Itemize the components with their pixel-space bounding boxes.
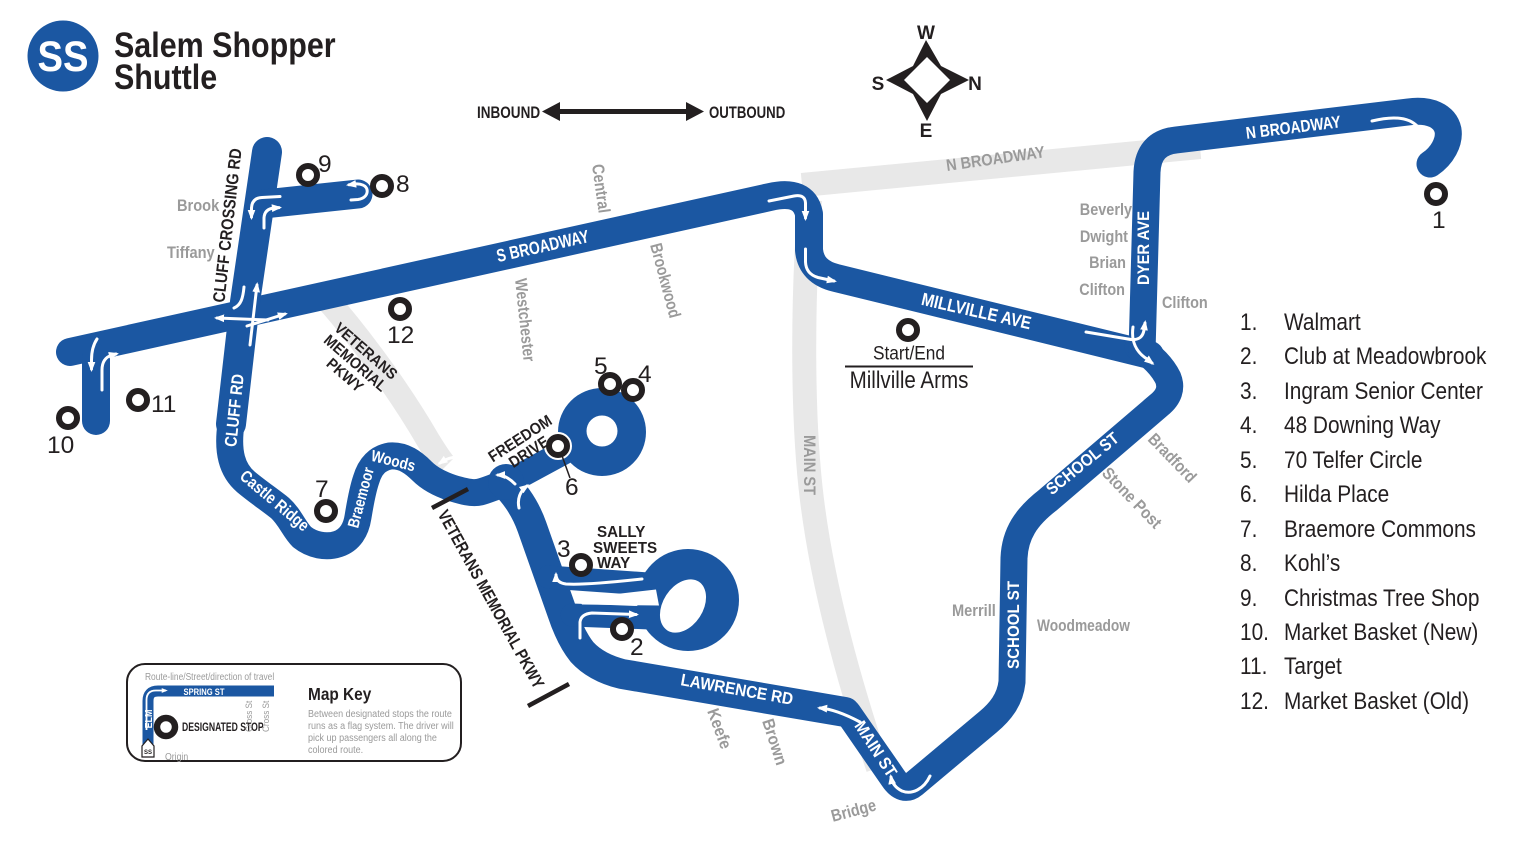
svg-text:Origin: Origin xyxy=(165,751,188,763)
svg-text:W: W xyxy=(917,23,935,44)
svg-text:OUTBOUND: OUTBOUND xyxy=(709,104,785,123)
svg-text:Ingram Senior Center: Ingram Senior Center xyxy=(1284,376,1483,404)
svg-text:Shuttle: Shuttle xyxy=(114,57,217,96)
svg-text:S: S xyxy=(872,74,885,95)
svg-text:Beverly: Beverly xyxy=(1080,201,1132,219)
svg-text:Clifton: Clifton xyxy=(1079,281,1125,299)
svg-text:pick up passengers all along t: pick up passengers all along the xyxy=(308,732,437,744)
svg-text:Market Basket (Old): Market Basket (Old) xyxy=(1284,686,1469,714)
svg-text:Club at Meadowbrook: Club at Meadowbrook xyxy=(1284,341,1487,369)
svg-text:SS: SS xyxy=(144,750,152,756)
svg-text:Walmart: Walmart xyxy=(1284,307,1361,335)
svg-text:DYER AVE: DYER AVE xyxy=(1135,211,1153,285)
svg-text:9.: 9. xyxy=(1240,583,1257,611)
svg-text:SPRING ST: SPRING ST xyxy=(184,686,226,697)
svg-text:Route-line/Street/direction of: Route-line/Street/direction of travel xyxy=(145,671,274,683)
svg-text:SALLY: SALLY xyxy=(597,524,646,541)
svg-text:1.: 1. xyxy=(1240,307,1257,335)
svg-text:6.: 6. xyxy=(1240,479,1257,507)
svg-text:Hilda Place: Hilda Place xyxy=(1284,479,1389,507)
svg-text:70 Telfer Circle: 70 Telfer Circle xyxy=(1284,445,1422,473)
svg-text:2: 2 xyxy=(630,634,644,661)
svg-text:ELM: ELM xyxy=(143,710,155,729)
svg-text:Cross St: Cross St xyxy=(260,700,271,732)
svg-text:Millville Arms: Millville Arms xyxy=(850,366,969,393)
svg-text:DESIGNATED STOP: DESIGNATED STOP xyxy=(182,722,264,735)
svg-text:48 Downing Way: 48 Downing Way xyxy=(1284,410,1441,438)
svg-text:3: 3 xyxy=(557,536,571,563)
svg-text:Market Basket (New): Market Basket (New) xyxy=(1284,617,1478,645)
svg-text:11.: 11. xyxy=(1240,651,1267,679)
svg-text:12: 12 xyxy=(387,322,414,349)
svg-text:4.: 4. xyxy=(1240,410,1257,438)
svg-text:Christmas Tree Shop: Christmas Tree Shop xyxy=(1284,583,1479,611)
svg-text:Target: Target xyxy=(1284,651,1342,679)
svg-text:6: 6 xyxy=(565,474,579,501)
svg-text:MAIN ST: MAIN ST xyxy=(800,435,818,495)
svg-text:E: E xyxy=(920,121,933,142)
svg-text:Dwight: Dwight xyxy=(1080,228,1129,246)
svg-text:7: 7 xyxy=(315,476,329,503)
svg-text:colored route.: colored route. xyxy=(308,744,363,756)
svg-text:10: 10 xyxy=(47,432,74,459)
svg-text:Salem Shopper: Salem Shopper xyxy=(114,25,336,64)
svg-text:runs as a flag system. The dri: runs as a flag system. The driver will xyxy=(308,720,454,732)
svg-text:Between designated stops the r: Between designated stops the route xyxy=(308,708,452,720)
svg-text:8: 8 xyxy=(396,171,410,198)
svg-text:Kohl’s: Kohl’s xyxy=(1284,548,1340,576)
svg-text:Clifton: Clifton xyxy=(1162,294,1208,312)
svg-text:Map Key: Map Key xyxy=(308,685,372,704)
svg-text:Start/End: Start/End xyxy=(873,343,945,364)
svg-text:SS: SS xyxy=(37,32,88,81)
svg-text:5.: 5. xyxy=(1240,445,1257,473)
svg-text:11: 11 xyxy=(151,391,176,418)
svg-text:Brian: Brian xyxy=(1089,254,1126,272)
svg-text:5: 5 xyxy=(594,353,608,380)
svg-text:INBOUND: INBOUND xyxy=(477,104,540,123)
svg-text:Woodmeadow: Woodmeadow xyxy=(1037,617,1131,636)
svg-text:3.: 3. xyxy=(1240,376,1257,404)
svg-text:Tiffany: Tiffany xyxy=(167,244,215,262)
svg-text:8.: 8. xyxy=(1240,548,1257,576)
svg-text:2.: 2. xyxy=(1240,341,1257,369)
svg-text:7.: 7. xyxy=(1240,514,1257,542)
svg-text:WAY: WAY xyxy=(597,555,631,572)
svg-text:SWEETS: SWEETS xyxy=(593,540,657,557)
svg-text:SCHOOL ST: SCHOOL ST xyxy=(1004,581,1023,669)
svg-text:9: 9 xyxy=(318,151,332,178)
svg-text:N: N xyxy=(968,74,982,95)
svg-text:Brook: Brook xyxy=(177,197,219,215)
svg-text:Merrill: Merrill xyxy=(952,602,996,620)
svg-text:Cross St: Cross St xyxy=(243,700,254,732)
svg-text:Braemore Commons: Braemore Commons xyxy=(1284,514,1476,542)
svg-text:4: 4 xyxy=(638,361,652,388)
svg-text:1: 1 xyxy=(1432,207,1446,234)
svg-text:12.: 12. xyxy=(1240,686,1269,714)
svg-text:10.: 10. xyxy=(1240,617,1269,645)
